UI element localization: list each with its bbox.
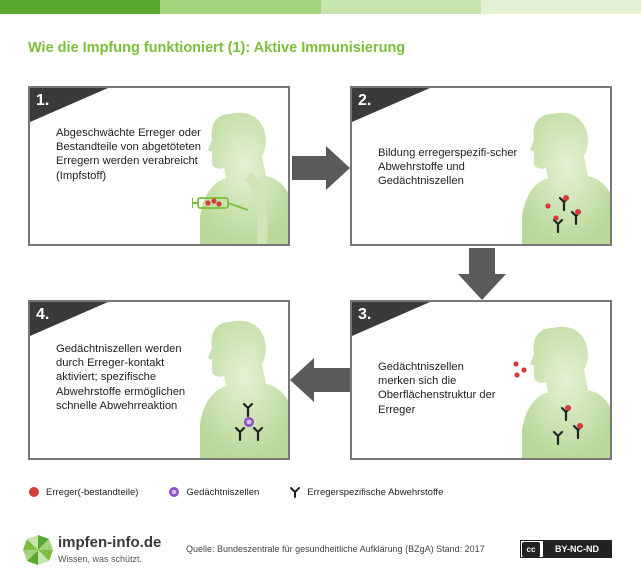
license-label: BY-NC-ND	[543, 541, 611, 557]
step-number-4: 4.	[36, 306, 50, 323]
arrow-down-icon	[458, 248, 506, 300]
person-vaccination-icon	[200, 112, 288, 244]
legend-label-antibody: Erregerspezifische Abwehrstoffe	[307, 486, 444, 498]
legend-label-memory-cell: Gedächtniszellen	[186, 486, 260, 498]
logo-star-icon	[23, 535, 53, 565]
page-title: Wie die Impfung funktioniert (1): Aktive…	[28, 40, 406, 56]
step-text-3: Gedächtniszellen merken sich die Oberflä…	[378, 361, 496, 416]
license-badge[interactable]: cc BY-NC-ND	[520, 540, 612, 558]
top-bar-segment-4	[480, 0, 641, 14]
top-bar-segment-2	[160, 0, 321, 14]
legend-item-memory-cell: Gedächtniszellen	[168, 486, 259, 498]
legend-item-pathogen: Erreger(-bestandteile)	[28, 486, 138, 498]
step-panel-3: 3. Gedächtniszellen merken sich die Ober…	[350, 300, 612, 460]
impfen-info-logo[interactable]: impfen-info.de Wissen, was schützt.	[22, 532, 172, 568]
step-text-2: Bildung erregerspezifi-scher Abwehrstoff…	[378, 147, 518, 188]
arrow-left-icon	[290, 358, 350, 402]
legend-item-antibody: Erregerspezifische Abwehrstoffe	[289, 486, 443, 498]
step-text-4: Gedächtniszellen werden durch Erreger-ko…	[56, 343, 186, 412]
logo-wordmark: impfen-info.de	[58, 534, 161, 551]
step-number-3: 3.	[358, 306, 372, 323]
top-bar-segment-1	[0, 0, 161, 14]
step-corner-2	[352, 88, 430, 122]
step-corner-3	[352, 302, 430, 336]
syringe-icon	[192, 197, 249, 211]
step-panel-4: 4. Gedächtniszellen werden durch Erreger…	[28, 300, 290, 460]
pathogen-icon	[29, 487, 39, 497]
top-bar-segment-3	[320, 0, 481, 14]
step-number-2: 2.	[358, 92, 372, 109]
person-memory-cells-icon	[522, 326, 610, 458]
logo-tld: .de	[139, 534, 162, 551]
legend: Erreger(-bestandteile) Gedächtniszellen …	[28, 486, 473, 498]
antibody-icon	[290, 487, 301, 498]
person-immune-response-icon	[200, 320, 288, 458]
legend-label-pathogen: Erreger(-bestandteile)	[46, 486, 139, 498]
step-panel-1: 1. Abgeschwächte Erreger oder Bestandtei…	[28, 86, 290, 246]
top-color-bar	[0, 0, 641, 14]
step-corner-1	[30, 88, 108, 122]
step-number-1: 1.	[36, 92, 50, 109]
airborne-pathogen-icon	[513, 361, 527, 378]
step-corner-4	[30, 302, 108, 336]
source-credit: Quelle: Bundeszentrale für gesundheitlic…	[186, 544, 485, 554]
step-text-1: Abgeschwächte Erreger oder Bestandteile …	[56, 127, 201, 182]
logo-name: impfen-info	[58, 534, 140, 551]
person-antibody-formation-icon	[522, 112, 610, 244]
logo-tagline: Wissen, was schützt.	[58, 554, 143, 564]
memory-cell-icon	[169, 487, 180, 497]
cc-icon: cc	[522, 541, 540, 557]
arrow-right-icon	[292, 146, 350, 190]
step-panel-2: 2. Bildung erregerspezifi-scher Abwehrst…	[350, 86, 612, 246]
